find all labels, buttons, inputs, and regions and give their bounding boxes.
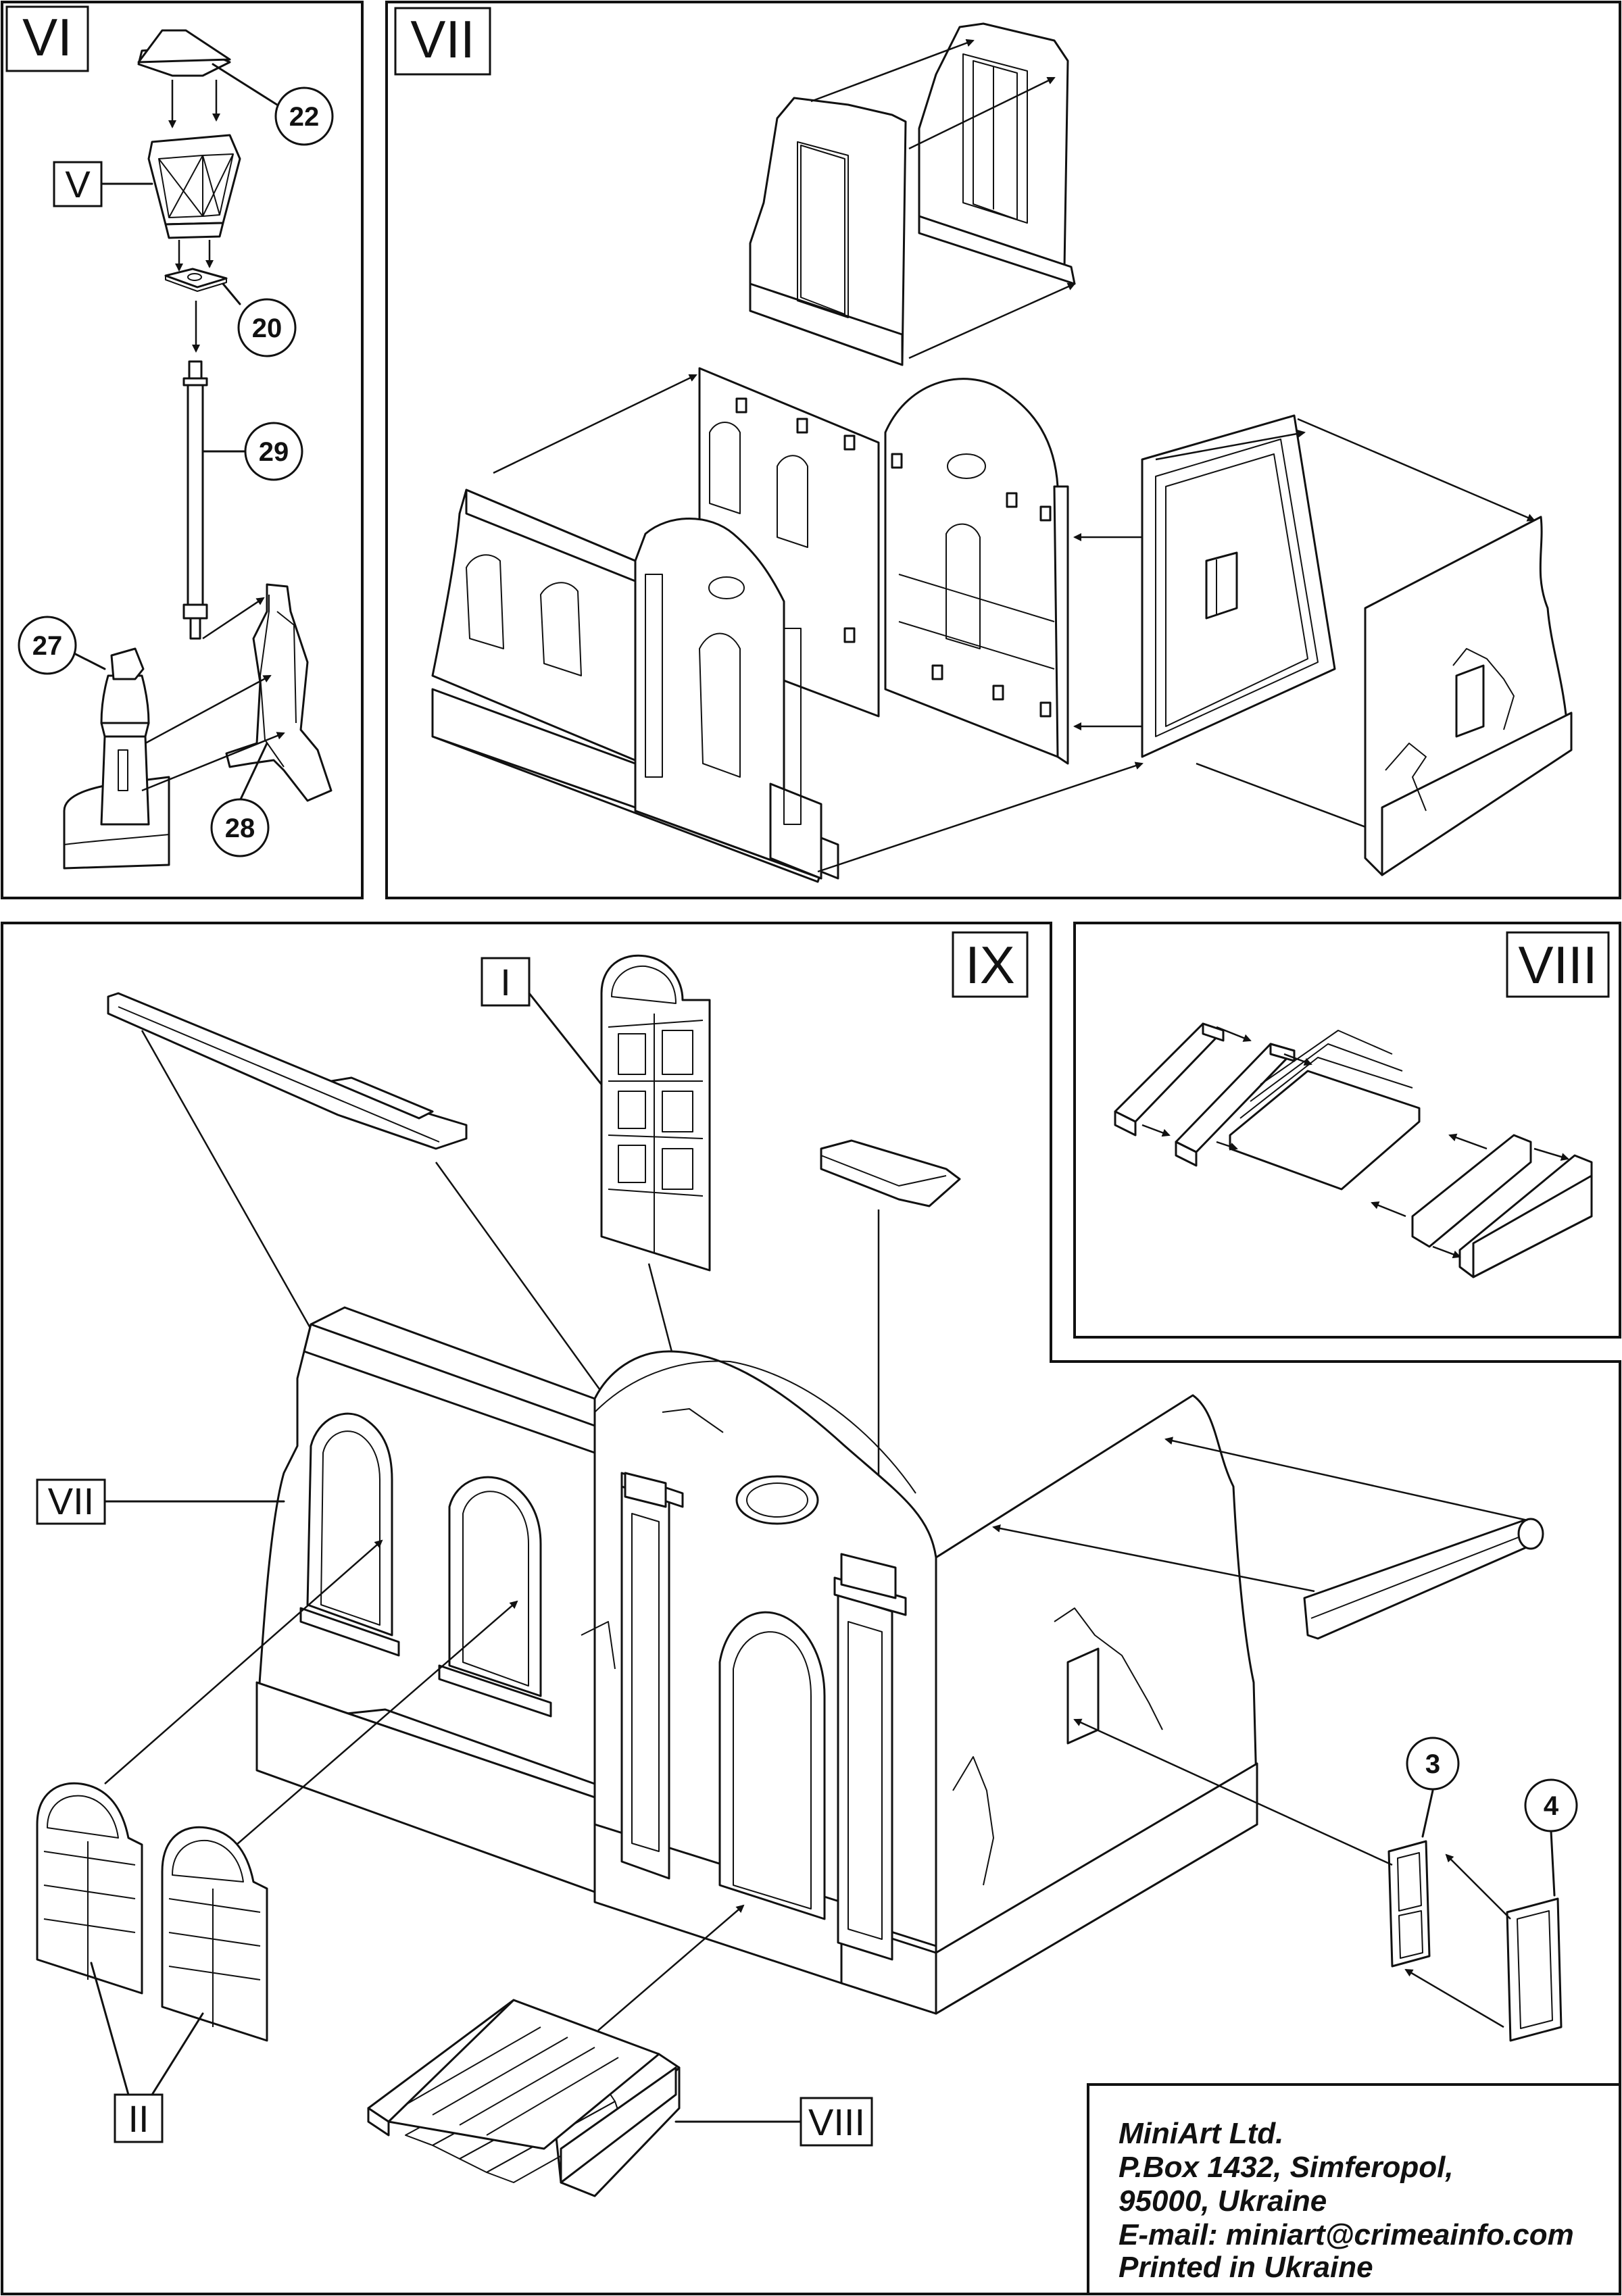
long-cornice-part	[107, 992, 468, 1150]
panel-ix-label: IX	[965, 935, 1015, 995]
small-window-part-4	[1506, 1897, 1563, 2042]
upper-wall-fragment	[749, 97, 907, 366]
stair-side-left-a	[1114, 1022, 1225, 1137]
callout-3: 3	[1425, 1749, 1440, 1779]
sub-v-box	[53, 161, 103, 207]
sub-ii-box	[114, 2093, 164, 2143]
panel-vi-label: VI	[22, 7, 72, 67]
panel-viii-label: VIII	[1518, 935, 1597, 995]
callout-4: 4	[1544, 1791, 1559, 1821]
lamp-cap-part	[137, 29, 231, 77]
lantern-body	[147, 134, 241, 239]
lamp-plate-part	[164, 268, 228, 292]
callout-29-circle	[244, 422, 303, 481]
callout-27-circle	[18, 616, 77, 675]
small-cornice-part	[820, 1139, 961, 1207]
panel-vii-label-box	[394, 7, 491, 76]
wall-peg-row	[735, 397, 1052, 718]
panel-viii: VIII	[1073, 922, 1621, 1339]
side-wall-frame	[1141, 414, 1336, 758]
main-building	[255, 1306, 1258, 2015]
address-line-2: P.Box 1432, Simferopol,	[1119, 2151, 1454, 2184]
sub-viii-label: VIII	[808, 2101, 865, 2143]
sub-ii-label: II	[128, 2097, 149, 2140]
panel-vii-label: VII	[410, 9, 474, 69]
callout-20: 20	[252, 314, 282, 343]
callout-3-circle	[1406, 1737, 1460, 1791]
lamp-pole-part	[182, 360, 208, 640]
callout-28-circle	[210, 798, 270, 857]
panel-viii-label-box	[1506, 931, 1610, 998]
sub-i-label: I	[500, 961, 511, 1003]
callout-28: 28	[225, 814, 255, 843]
stair-side-right-a	[1411, 1134, 1532, 1248]
address-box	[1087, 2083, 1621, 2295]
small-window-part-3	[1387, 1840, 1431, 1968]
outer-side-wall	[1364, 516, 1573, 876]
stair-side-left-b	[1175, 1043, 1296, 1167]
panel-ix: IX I	[1, 922, 1621, 2295]
address-line-3: 95000, Ukraine	[1119, 2185, 1327, 2218]
panel-ix-label-box	[952, 931, 1029, 998]
address-line-5: Printed in Ukraine	[1119, 2251, 1373, 2284]
callout-22: 22	[289, 102, 320, 132]
sub-v-label: V	[65, 163, 91, 205]
lamp-base-part	[63, 647, 170, 870]
back-wall-assembly	[431, 367, 1069, 883]
stair-side-right-b	[1458, 1154, 1593, 1278]
panel-vi-label-box	[5, 5, 89, 72]
callout-29: 29	[259, 437, 289, 467]
sub-vii-box	[36, 1478, 106, 1525]
callout-20-circle	[237, 298, 297, 357]
callout-27: 27	[32, 631, 63, 661]
panel-vi: VI 22 V 20	[1, 1, 364, 899]
callout-4-circle	[1524, 1778, 1578, 1832]
manufacturer-info: MiniArt Ltd. P.Box 1432, Simferopol, 950…	[1087, 2083, 1621, 2295]
callout-22-circle	[274, 86, 334, 146]
sub-vii-label: VII	[48, 1480, 94, 1522]
staircase-part	[367, 1999, 681, 2197]
arched-window-part-right	[161, 1826, 268, 2042]
right-cornice-part	[1303, 1518, 1544, 1640]
arched-window-part-left	[36, 1782, 143, 1995]
door-part	[600, 954, 711, 1272]
address-line-1: MiniArt Ltd.	[1119, 2117, 1283, 2150]
sub-i-box	[481, 957, 531, 1007]
panel-vii: VII	[385, 1, 1621, 899]
address-line-4: E-mail: miniart@crimeainfo.com	[1119, 2218, 1574, 2251]
